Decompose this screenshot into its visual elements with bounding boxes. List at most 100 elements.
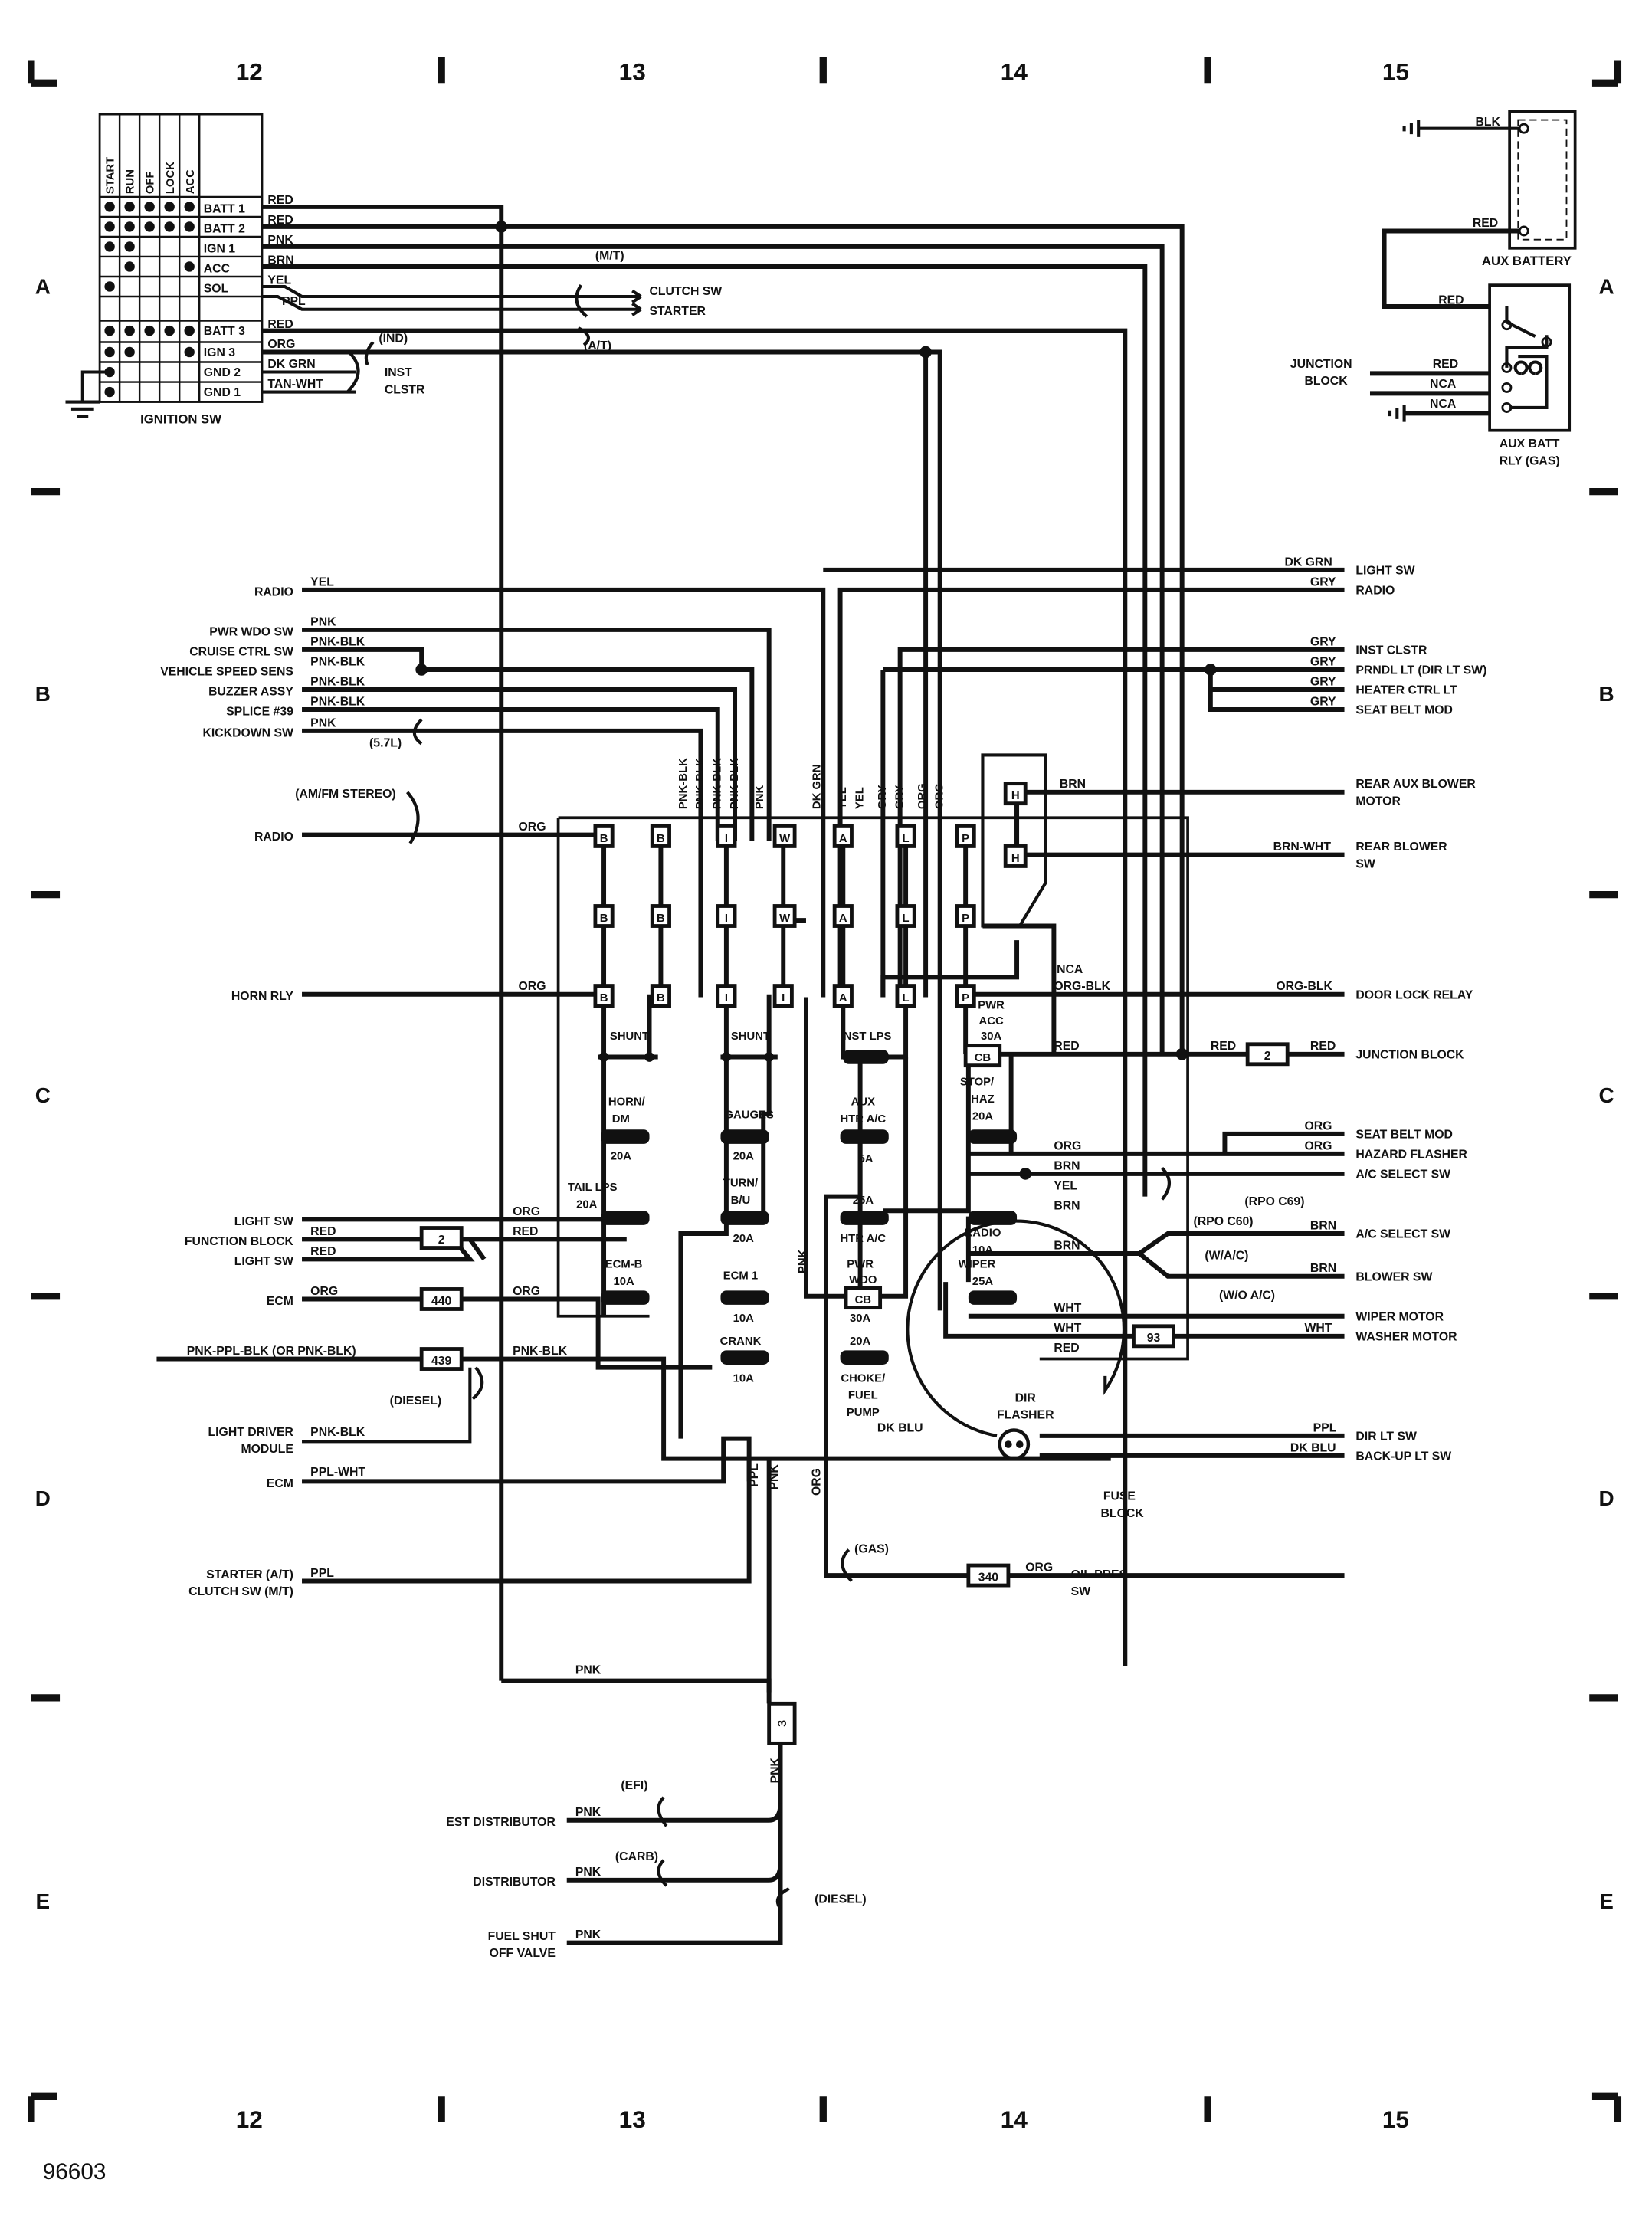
conn-3: 3 (776, 1720, 789, 1727)
bus-b-4: B (657, 913, 665, 925)
pos-start: START (105, 157, 117, 194)
wire-pplwht-ecm: PPL-WHT (310, 1466, 365, 1479)
fuse-label-turn-20a: 20A (733, 1233, 755, 1245)
wire-pnk-v: PNK (768, 1464, 781, 1490)
fuse-gauges (720, 1129, 769, 1144)
col-wire-yel-2: YEL (854, 787, 866, 809)
fuse-label-bu: B/U (731, 1195, 751, 1207)
row-e-right: E (1599, 1889, 1614, 1913)
fuse-label-ecmb: ECM-B (605, 1259, 643, 1271)
flasher-label-1: DIR (1015, 1391, 1037, 1404)
note-5-7l: (5.7L) (369, 736, 402, 749)
connector-93 (1132, 1324, 1175, 1349)
note-wo-ac: (W/O A/C) (1219, 1289, 1275, 1302)
label-seat-belt-mod-2: SEAT BELT MOD (1355, 1128, 1453, 1141)
label-splice-39: SPLICE #39 (226, 705, 293, 718)
wire-pnk-est: PNK (575, 1806, 601, 1819)
fuse-label-tail: TAIL LPS (568, 1181, 618, 1194)
wire-brnwht: BRN-WHT (1273, 841, 1332, 854)
fuse-wiper (968, 1290, 1018, 1305)
fuse-label-radio-10a: 10A (972, 1244, 994, 1257)
col-13-bottom: 13 (619, 2106, 646, 2133)
right-wire-labels: DK GRN GRY GRY GRY GRY GRY BRN BRN-WHT N… (877, 555, 1337, 1574)
wire-pnkblk-cruise: PNK-BLK (310, 635, 365, 648)
label-door-lock-relay: DOOR LOCK RELAY (1355, 988, 1473, 1001)
wire-red-junction-1: RED (1054, 1040, 1079, 1053)
fuse-ecm-1 (720, 1290, 769, 1305)
fuse-label-aux-htr: HTR A/C (840, 1113, 886, 1126)
fuse-label-stop-20a: 20A (972, 1110, 994, 1122)
fuse-label-acc: ACC (978, 1015, 1003, 1027)
conn-2-left: 2 (438, 1234, 445, 1247)
fuse-label-wiper: WIPER (959, 1259, 996, 1271)
bus-i-4: I (782, 992, 785, 1004)
wire-org-oil: ORG (1025, 1561, 1053, 1574)
fuse-tail-lps (601, 1211, 650, 1225)
fuse-label-turn: TURN/ (723, 1178, 758, 1190)
wire-red-2: RED (267, 214, 293, 227)
label-light-sw-1: LIGHT SW (234, 1215, 293, 1228)
row-c-left: C (35, 1083, 51, 1107)
row-b-left: B (35, 682, 51, 706)
fuse-label-pump: PUMP (847, 1407, 880, 1419)
wire-ppl-starter: PPL (310, 1567, 334, 1580)
wire-yel: YEL (267, 274, 291, 287)
wire-org-seatbelt: ORG (1304, 1119, 1332, 1132)
wire-nca-fuse: NCA (1057, 963, 1083, 976)
col-12-top: 12 (236, 57, 263, 85)
label-buzzer-assy: BUZZER ASSY (208, 685, 293, 698)
label-rear-aux-blower: REAR AUX BLOWER (1355, 778, 1476, 791)
wire-pnkblk-buzzer: PNK-BLK (310, 675, 365, 688)
fuse-label-haz: HAZ (971, 1093, 995, 1106)
wire-pnk-fuel: PNK (575, 1929, 601, 1942)
fuse-label-htr-25a: 25A (853, 1195, 874, 1207)
bottom-wire-pnk: PNK (575, 1663, 601, 1676)
row-a-right: A (1598, 274, 1614, 298)
term-acc: ACC (204, 262, 230, 275)
wire-pnk-kickdown: PNK (310, 716, 336, 729)
bus-l-1: L (903, 833, 910, 845)
col-wire-pnkblk-1: PNK-BLK (677, 758, 690, 809)
fuse-label-radio: RADIO (965, 1227, 1001, 1240)
left-wire-labels: YEL PNK PNK-BLK PNK-BLK PNK-BLK PNK-BLK … (310, 575, 568, 1580)
note-carb: (CARB) (615, 1850, 658, 1863)
dest-clstr: CLSTR (385, 383, 425, 396)
bus-p-3: P (962, 992, 969, 1004)
note-at: (A/T) (584, 339, 611, 352)
wire-pnk: PNK (267, 234, 293, 247)
connector-numbers: 2 2 440 439 340 93 (431, 1050, 1271, 1584)
label-starter-at: STARTER (A/T) (206, 1568, 293, 1581)
bus-l-3: L (903, 992, 910, 1004)
bus-l-2: L (903, 913, 910, 925)
wire-gry-inst: GRY (1310, 635, 1336, 648)
label-blower-sw: BLOWER SW (1355, 1270, 1432, 1283)
row-b-right: B (1598, 682, 1614, 706)
bus-i-1: I (725, 833, 728, 845)
bus-b-1: B (600, 833, 608, 845)
fuse-label-tail-20a: 20A (576, 1199, 598, 1211)
row-e-left: E (35, 1889, 50, 1913)
fuse-crank (720, 1350, 769, 1365)
label-oil-pres-sw: SW (1071, 1585, 1091, 1598)
wire-blk: BLK (1476, 116, 1501, 129)
row-d-left: D (35, 1486, 51, 1510)
label-radio-2: RADIO (254, 831, 293, 844)
col-wire-pnk: PNK (754, 785, 766, 809)
note-rpo-c69: (RPO C69) (1244, 1195, 1304, 1208)
wire-wht-washer-1: WHT (1054, 1322, 1081, 1335)
fuse-label-pwr-wdo-30a: 30A (850, 1312, 871, 1325)
bus-a-3: A (839, 992, 847, 1004)
connector-440 (419, 1287, 464, 1311)
bus-a-2: A (839, 913, 847, 925)
fuse-turn-bu (720, 1211, 769, 1225)
bus-b-2: B (657, 833, 665, 845)
figure-id: 96603 (43, 2159, 107, 2184)
label-ecm-2: ECM (267, 1477, 293, 1490)
aux-relay-2: RLY (GAS) (1500, 454, 1560, 467)
wire-orgblk-2: ORG-BLK (1276, 980, 1332, 993)
label-rear-blower-sw: SW (1355, 857, 1375, 870)
note-ind: (IND) (379, 332, 408, 345)
left-wires (156, 587, 1111, 1693)
bus-b-5: B (600, 992, 608, 1004)
wire-dkgrn: DK GRN (267, 358, 315, 371)
